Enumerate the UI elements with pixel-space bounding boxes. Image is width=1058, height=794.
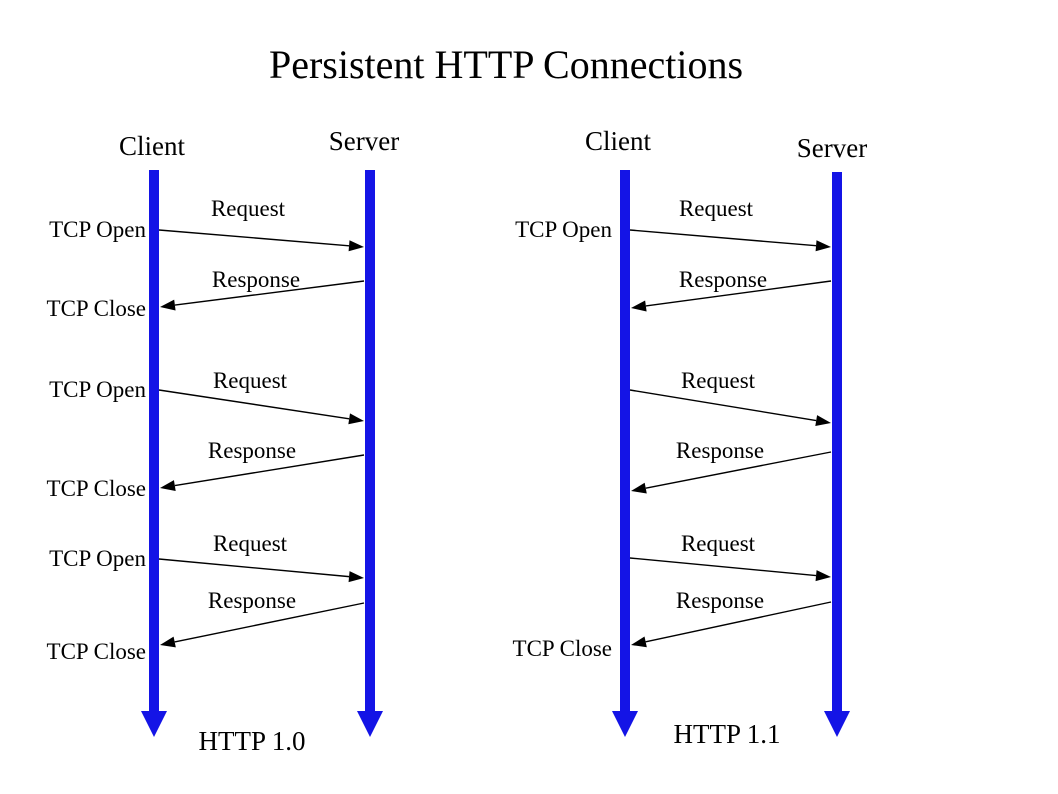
page-title: Persistent HTTP Connections <box>269 42 743 87</box>
message-line <box>645 601 832 643</box>
message-line <box>174 602 365 643</box>
message-label: Request <box>213 368 288 393</box>
lifeline-arrowhead-icon <box>357 711 383 737</box>
lifeline-label-client: Client <box>119 131 185 161</box>
message-line <box>629 229 817 247</box>
message-line <box>174 280 365 306</box>
lifeline-label-server: Server <box>797 133 867 163</box>
lifeline-label-server: Server <box>329 126 399 156</box>
event-label-tcp-close: TCP Close <box>47 639 146 664</box>
message-label: Request <box>681 368 756 393</box>
protocol-label-http10: HTTP 1.0 <box>199 726 306 756</box>
message-response-http10: Response <box>160 588 365 648</box>
event-label-tcp-close: TCP Close <box>47 476 146 501</box>
message-request-http11: Request <box>629 531 831 582</box>
event-label-tcp-open: TCP Open <box>49 546 146 571</box>
event-label-tcp-open: TCP Open <box>49 217 146 242</box>
message-arrowhead-icon <box>815 415 831 426</box>
lifeline-client-http10: Client <box>119 131 185 737</box>
lifeline-shaft <box>365 170 375 711</box>
message-label: Response <box>212 267 300 292</box>
event-label-tcp-close: TCP Close <box>47 296 146 321</box>
message-response-http11: Response <box>631 438 832 494</box>
message-request-http10: Request <box>158 196 364 252</box>
lifeline-shaft <box>620 170 630 711</box>
message-label: Request <box>679 196 754 221</box>
lifeline-server-http11: Server <box>797 133 867 737</box>
message-line <box>629 389 817 422</box>
message-request-http10: Request <box>158 531 364 583</box>
message-line <box>158 558 350 578</box>
message-line <box>158 389 350 420</box>
lifeline-arrowhead-icon <box>612 711 638 737</box>
message-arrowhead-icon <box>348 413 364 425</box>
lifeline-arrowhead-icon <box>141 711 167 737</box>
message-line <box>645 451 832 489</box>
protocol-label-http11: HTTP 1.1 <box>674 719 781 749</box>
message-label: Response <box>679 267 767 292</box>
event-label-tcp-open: TCP Open <box>515 217 612 242</box>
message-response-http10: Response <box>160 267 365 311</box>
message-response-http11: Response <box>631 588 832 648</box>
message-arrowhead-icon <box>348 240 364 252</box>
message-arrowhead-icon <box>631 300 647 312</box>
message-line <box>629 557 817 577</box>
message-arrowhead-icon <box>160 636 176 648</box>
message-label: Response <box>208 438 296 463</box>
lifeline-server-http10: Server <box>329 126 399 737</box>
message-request-http11: Request <box>629 196 831 252</box>
message-arrowhead-icon <box>815 570 831 582</box>
message-response-http11: Response <box>631 267 832 312</box>
message-arrowhead-icon <box>631 482 647 494</box>
message-arrowhead-icon <box>160 480 176 492</box>
message-line <box>158 229 350 247</box>
message-arrowhead-icon <box>160 299 176 311</box>
lifeline-shaft <box>149 170 159 711</box>
lifeline-arrowhead-icon <box>824 711 850 737</box>
message-label: Request <box>211 196 286 221</box>
message-label: Request <box>213 531 288 556</box>
message-line <box>645 280 832 307</box>
message-arrowhead-icon <box>815 240 831 252</box>
lifeline-label-client: Client <box>585 126 651 156</box>
message-label: Response <box>676 588 764 613</box>
message-label: Request <box>681 531 756 556</box>
lifeline-shaft <box>832 172 842 711</box>
message-arrowhead-icon <box>631 636 647 648</box>
event-label-tcp-open: TCP Open <box>49 377 146 402</box>
message-label: Response <box>208 588 296 613</box>
message-request-http11: Request <box>629 368 831 426</box>
message-request-http10: Request <box>158 368 364 425</box>
message-line <box>174 454 365 487</box>
message-response-http10: Response <box>160 438 365 492</box>
message-arrowhead-icon <box>348 571 364 583</box>
message-label: Response <box>676 438 764 463</box>
event-label-tcp-close: TCP Close <box>513 636 612 661</box>
lifeline-client-http11: Client <box>585 126 651 737</box>
